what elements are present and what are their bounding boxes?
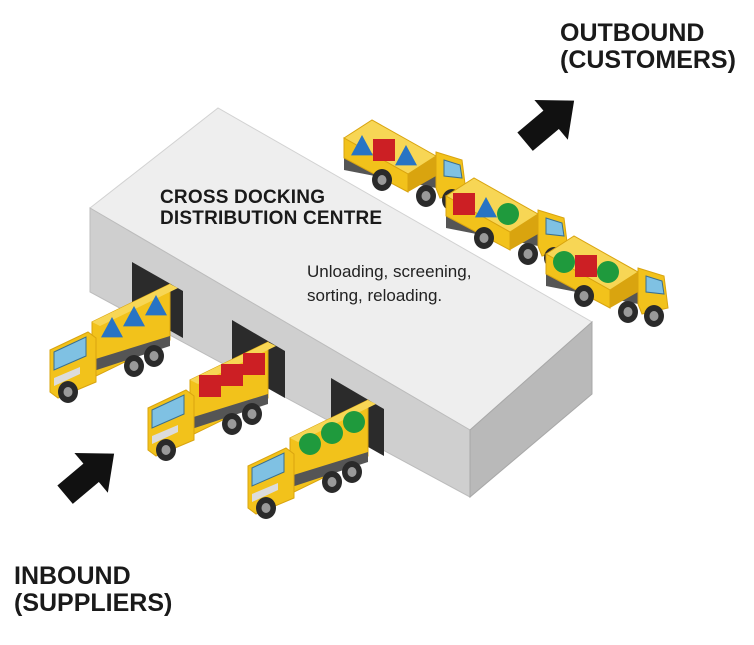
cargo-circle — [553, 251, 575, 273]
cargo-square — [199, 375, 221, 397]
outbound-truck-1 — [343, 119, 467, 211]
truck-wheel — [474, 227, 494, 249]
truck-wheel — [256, 497, 276, 519]
cargo-triangle — [475, 197, 497, 218]
centre-title-line1: CROSS DOCKING — [160, 187, 326, 208]
centre-description-line1: Unloading, screening, — [307, 262, 472, 281]
outbound-label-line1: OUTBOUND — [560, 19, 705, 47]
truck-wheel — [156, 439, 176, 461]
cargo-circle — [299, 433, 321, 455]
truck-wheel — [644, 305, 664, 327]
cargo-triangle — [351, 135, 373, 156]
inbound-truck-1 — [49, 283, 178, 403]
cargo-square — [221, 364, 243, 386]
inbound-truck-2 — [147, 341, 276, 461]
truck-wheel — [416, 185, 436, 207]
outbound-truck-2 — [445, 177, 569, 269]
truck-wheel — [322, 471, 342, 493]
truck-wheel — [144, 345, 164, 367]
outbound-truck-3 — [545, 235, 669, 327]
centre-title-line2: DISTRIBUTION CENTRE — [160, 207, 383, 229]
cargo-triangle — [395, 145, 417, 166]
centre-description-line2: sorting, reloading. — [307, 285, 443, 305]
building-side-wall — [469, 320, 593, 499]
cargo-square — [373, 139, 395, 161]
outbound-label-line2: (CUSTOMERS) — [560, 46, 736, 74]
inbound-label-line2: (SUPPLIERS) — [14, 589, 173, 617]
outbound-label: OUTBOUND (CUSTOMERS) — [560, 20, 736, 74]
truck-wheel — [342, 461, 362, 483]
centre-description: Unloading, screening, sorting, reloading… — [307, 260, 471, 308]
cargo-circle — [343, 411, 365, 433]
truck-wheel — [124, 355, 144, 377]
cargo-triangle — [123, 306, 145, 327]
truck-wheel — [222, 413, 242, 435]
inbound-label: INBOUND (SUPPLIERS) — [14, 563, 172, 617]
inbound-label-line1: INBOUND — [14, 562, 131, 590]
truck-wheel — [618, 301, 638, 323]
truck-wheel — [518, 243, 538, 265]
cargo-circle — [597, 261, 619, 283]
cargo-square — [243, 353, 265, 375]
inbound-arrow-icon — [57, 452, 115, 504]
truck-wheel — [574, 285, 594, 307]
cargo-square — [575, 255, 597, 277]
truck-wheel — [58, 381, 78, 403]
cargo-circle — [321, 422, 343, 444]
cargo-circle — [497, 203, 519, 225]
cargo-triangle — [145, 295, 167, 316]
cargo-triangle — [101, 317, 123, 338]
outbound-arrow-icon — [517, 99, 575, 151]
cargo-square — [453, 193, 475, 215]
truck-wheel — [242, 403, 262, 425]
centre-title: CROSS DOCKING DISTRIBUTION CENTRE — [160, 187, 383, 229]
distribution-centre-building — [89, 107, 593, 499]
inbound-truck-3 — [247, 399, 376, 519]
truck-wheel — [372, 169, 392, 191]
